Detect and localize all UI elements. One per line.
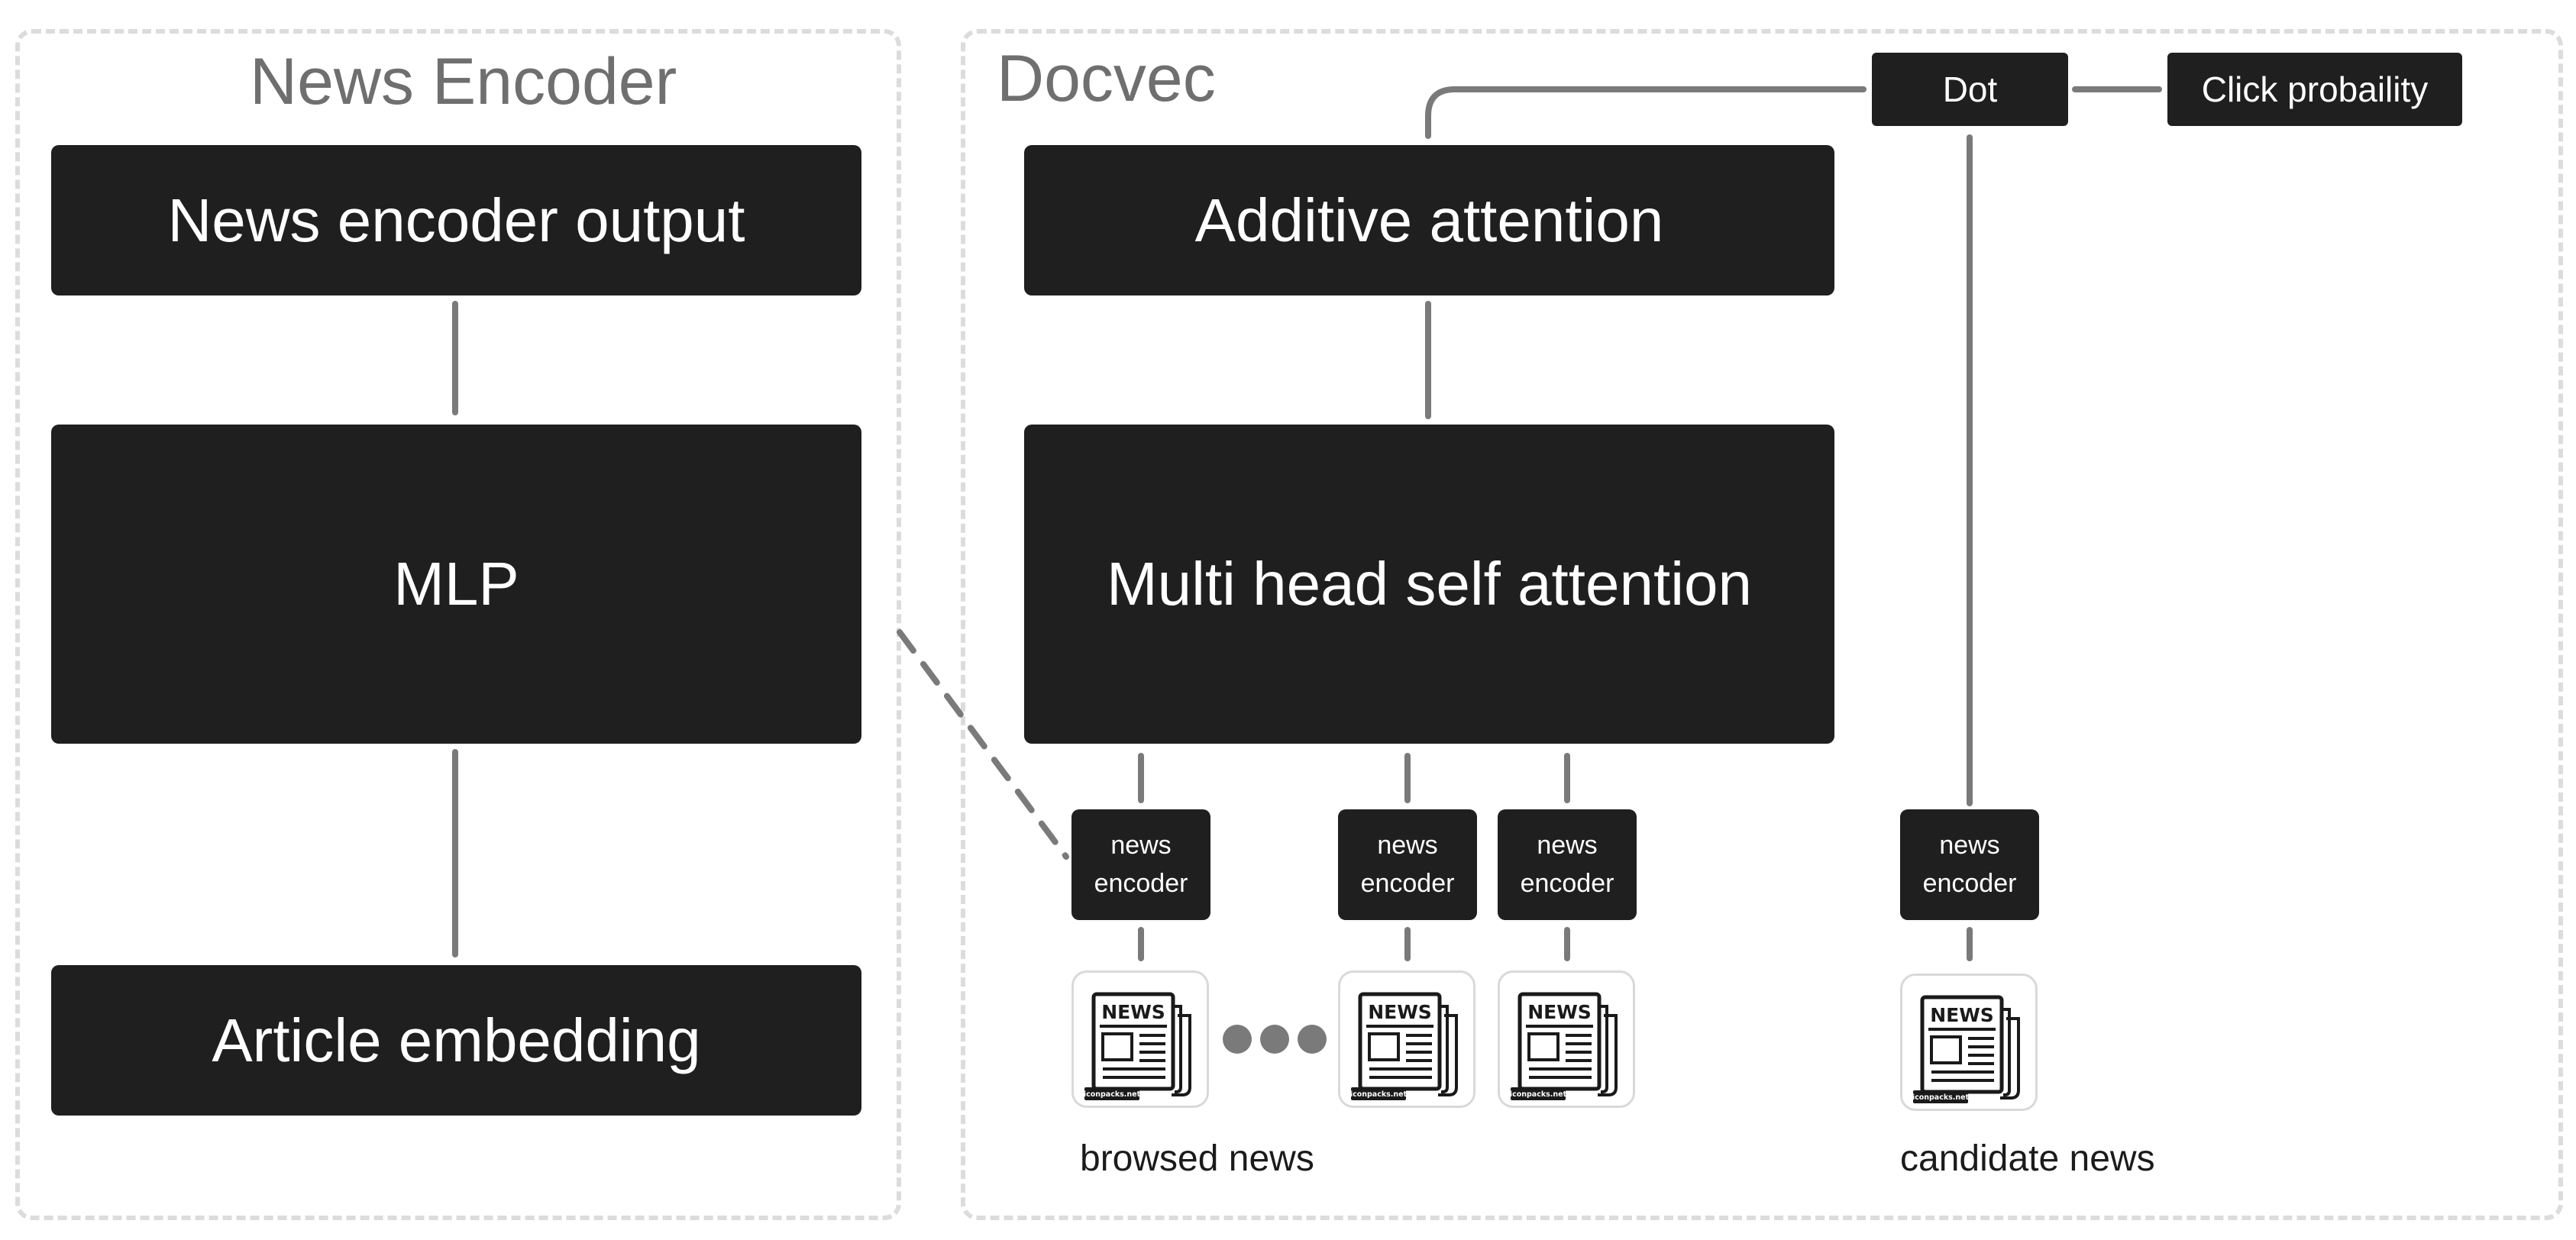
- encoder-label-line2: encoder: [1922, 868, 2017, 898]
- browsed-news-caption: browsed news: [1080, 1138, 1314, 1179]
- news-encoder-block: news encoder: [1498, 809, 1637, 920]
- encoder-label-line1: news: [1537, 831, 1598, 861]
- dashed-arrow-encoder-link: [897, 629, 1069, 860]
- newspaper-photo: [1101, 1032, 1133, 1061]
- encoder-label-line2: encoder: [1520, 868, 1614, 898]
- encoder-label-line1: news: [1377, 831, 1438, 861]
- browsed-news-icon-3: NEWS iconpacks.net: [1498, 970, 1635, 1108]
- newspaper-photo: [1527, 1032, 1559, 1061]
- news-encoder-block: news encoder: [1338, 809, 1477, 920]
- dot-block: Dot: [1872, 53, 2068, 126]
- newspaper-icon: NEWS iconpacks.net: [1350, 992, 1458, 1100]
- browsed-news-icon-1: NEWS iconpacks.net: [1071, 970, 1209, 1108]
- encoder-label-line2: encoder: [1360, 868, 1455, 898]
- encoder-label-line1: news: [1110, 831, 1172, 861]
- newspaper-photo: [1930, 1035, 1962, 1064]
- news-encoder-block: news encoder: [1071, 809, 1210, 920]
- browsed-news-icon-2: NEWS iconpacks.net: [1338, 970, 1475, 1108]
- newspaper-back-page: [1435, 1005, 1449, 1093]
- news-encoder-panel: [15, 29, 901, 1220]
- newspaper-headline: NEWS: [1527, 1001, 1592, 1023]
- credit-tag: [1913, 1090, 1968, 1103]
- newspaper-photo: [1368, 1032, 1400, 1061]
- candidate-news-icon: NEWS iconpacks.net: [1900, 974, 2038, 1111]
- candidate-news-caption: candidate news: [1900, 1138, 2155, 1179]
- newspaper-headline: NEWS: [1930, 1004, 1994, 1026]
- newspaper-icon: NEWS iconpacks.net: [1510, 992, 1618, 1100]
- credit-tag: [1084, 1087, 1139, 1100]
- credit-tag: [1351, 1087, 1406, 1100]
- ellipsis-dot: [1298, 1025, 1327, 1054]
- newspaper-back-page: [1168, 1005, 1182, 1093]
- credit-text: iconpacks.net: [1510, 1090, 1567, 1099]
- newspaper-icon: NEWS iconpacks.net: [1912, 995, 2020, 1103]
- candidate-news-encoder-block: news encoder: [1900, 809, 2039, 920]
- ellipsis-dot: [1260, 1025, 1289, 1054]
- news-encoder-output-block: News encoder output: [51, 145, 861, 295]
- news-encoder-title: News Encoder: [250, 45, 677, 118]
- newspaper-back-page: [1598, 1014, 1618, 1096]
- docvec-panel: [961, 29, 2563, 1220]
- newspaper-icon: NEWS iconpacks.net: [1084, 992, 1191, 1100]
- ellipsis-dots: [1223, 1025, 1327, 1054]
- credit-text: iconpacks.net: [1084, 1090, 1141, 1099]
- newspaper-back-page: [1172, 1014, 1191, 1096]
- credit-text: iconpacks.net: [1350, 1090, 1408, 1099]
- newspaper-back-page: [1997, 1008, 2011, 1096]
- newspaper-headline: NEWS: [1101, 1001, 1165, 1023]
- click-probability-block: Click probaility: [2167, 53, 2462, 126]
- newspaper-back-page: [2000, 1017, 2020, 1100]
- credit-tag: [1511, 1087, 1566, 1100]
- encoder-label-line1: news: [1939, 831, 2000, 861]
- mlp-block: MLP: [51, 425, 861, 744]
- newspaper-back-page: [1438, 1014, 1458, 1096]
- newspaper-back-page: [1595, 1005, 1608, 1093]
- additive-attention-block: Additive attention: [1024, 145, 1834, 295]
- arrow-additive-to-dot: [1425, 86, 1867, 139]
- encoder-label-line2: encoder: [1094, 868, 1188, 898]
- article-embedding-block: Article embedding: [51, 965, 861, 1116]
- newspaper-headline: NEWS: [1368, 1001, 1432, 1023]
- credit-text: iconpacks.net: [1912, 1093, 1970, 1102]
- ellipsis-dot: [1223, 1025, 1252, 1054]
- multi-head-self-attention-block: Multi head self attention: [1024, 425, 1834, 744]
- docvec-title: Docvec: [997, 42, 1216, 115]
